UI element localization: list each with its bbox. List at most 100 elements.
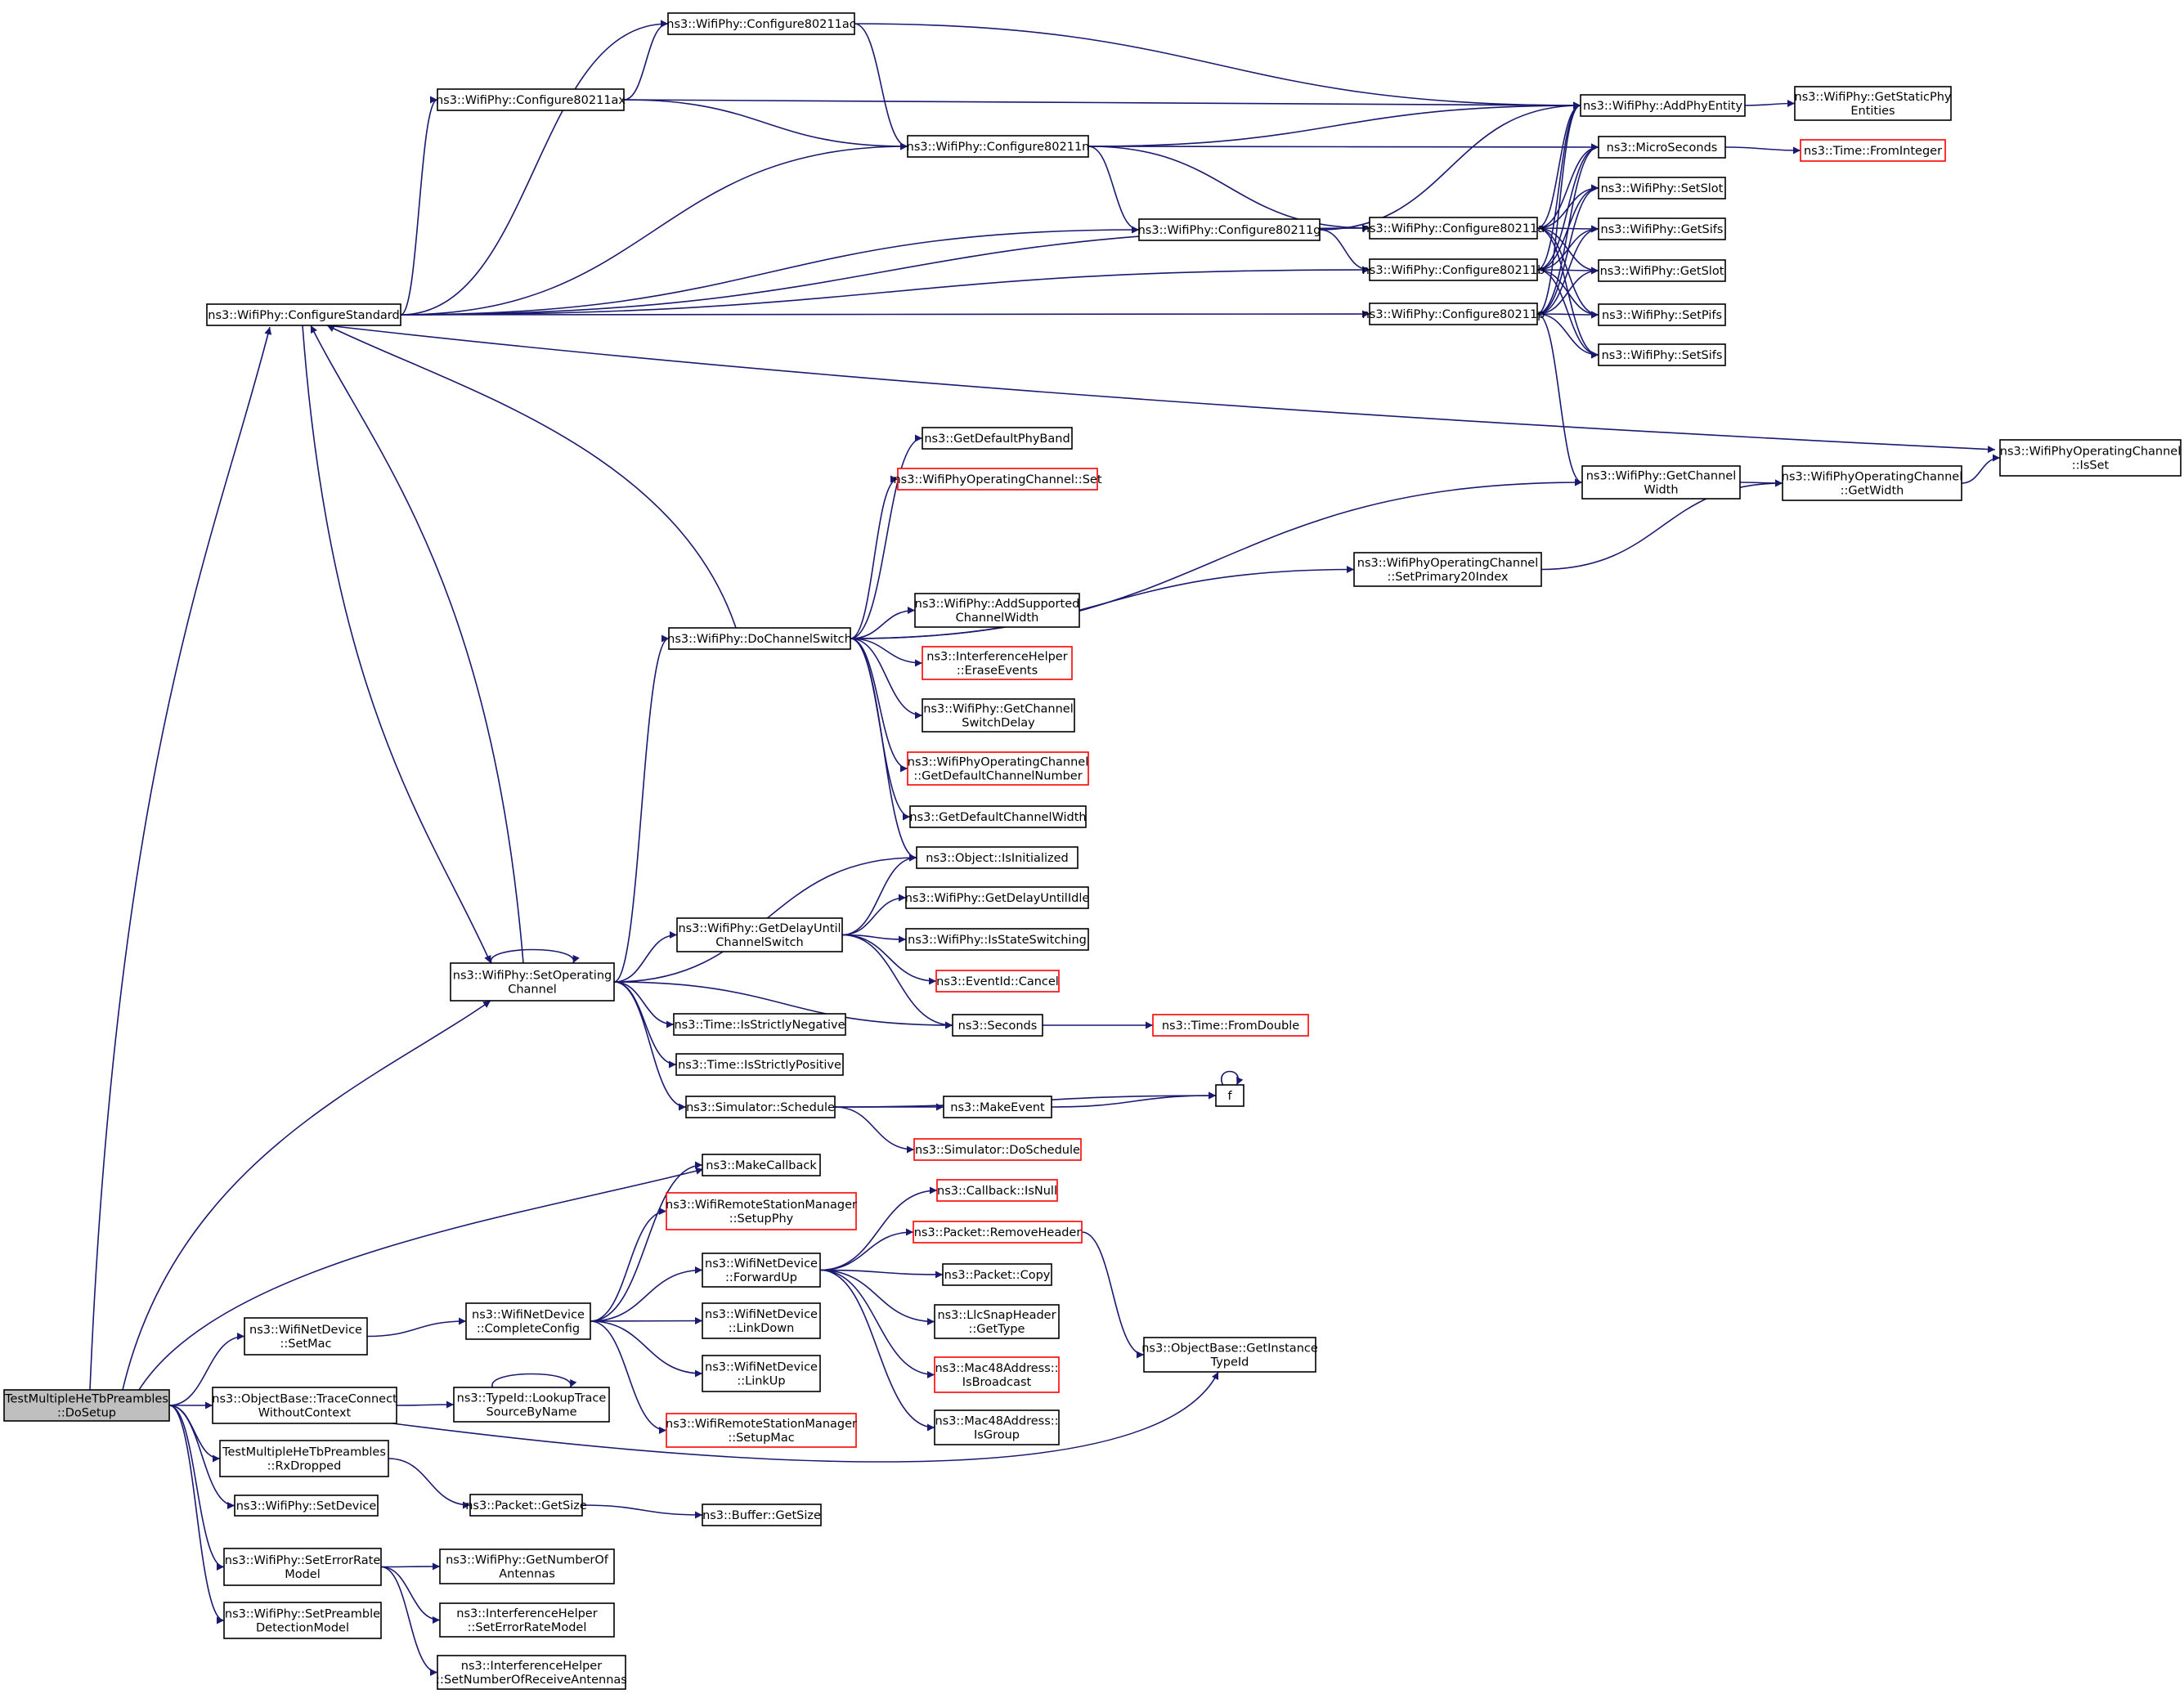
node-n10[interactable]: ns3::WifiPhy::Configure80211ac [666,12,856,35]
node-n24[interactable]: ns3::WifiPhy::SetPifs [1598,303,1726,326]
edge-line [590,1266,703,1322]
node-n51[interactable]: ns3::WifiRemoteStationManager::SetupPhy [666,1192,857,1230]
node-n48[interactable]: ns3::MakeEvent [943,1096,1052,1118]
node-n43[interactable]: ns3::Seconds [952,1014,1043,1037]
node-n7[interactable]: ns3::WifiPhy::SetDevice [234,1495,379,1517]
edge-line [623,20,669,101]
node-n59[interactable]: ns3::Packet::Copy [942,1263,1052,1286]
node-n49[interactable]: f [1215,1084,1244,1107]
node-label: ns3::WifiPhy::GetStaticPhy [1795,91,1952,104]
node-n6[interactable]: TestMultipleHeTbPreambles::RxDropped [219,1440,389,1477]
node-n40[interactable]: ns3::WifiPhy::GetDelayUntilIdle [905,886,1090,909]
node-n62[interactable]: ns3::Mac48Address::IsGroup [934,1409,1060,1445]
node-box [1800,139,1946,162]
node-n50[interactable]: ns3::Simulator::DoSchedule [913,1138,1082,1161]
node-n38[interactable]: ns3::Object::IsInitialized [916,846,1079,869]
node-n17[interactable]: ns3::WifiPhy::AddPhyEntity [1580,94,1746,117]
node-n42[interactable]: ns3::EventId::Cancel [935,970,1060,993]
node-n12[interactable]: ns3::WifiPhy::Configure80211n [907,135,1090,158]
node-n8[interactable]: ns3::WifiPhy::SetErrorRateModel [223,1548,382,1586]
node-n41[interactable]: ns3::WifiPhy::IsStateSwitching [905,928,1089,951]
node-n57[interactable]: ns3::Callback::IsNull [936,1179,1058,1202]
edge-n10-to-n12 [854,23,908,150]
node-n45[interactable]: ns3::Time::IsStrictlyNegative [673,1013,846,1036]
edge-line [850,638,917,862]
node-box [450,962,615,1002]
node-label: ::EraseEvents [957,665,1038,678]
node-n14[interactable]: ns3::WifiPhy::Configure80211a [1362,217,1545,240]
edge-line [400,96,438,316]
node-n44[interactable]: ns3::Time::FromDouble [1152,1014,1309,1037]
node-n11[interactable]: ns3::WifiPhy::Configure80211ax [436,88,626,111]
node-n36[interactable]: ns3::WifiPhyOperatingChannel::GetDefault… [907,751,1089,786]
node-n32[interactable]: ns3::WifiPhy::DoChannelSwitch [667,627,852,650]
node-n0[interactable]: TestMultipleHeTbPreambles::DoSetup [3,1389,170,1422]
node-n46[interactable]: ns3::Time::IsStrictlyPositive [675,1053,844,1076]
node-n5[interactable]: ns3::ObjectBase::TraceConnectWithoutCont… [212,1387,397,1424]
node-box [905,886,1089,909]
node-label: ns3::Object::IsInitialized [926,852,1068,865]
node-n53[interactable]: ns3::WifiNetDevice::ForwardUp [702,1253,821,1288]
node-box [1581,465,1741,500]
node-n47[interactable]: ns3::Simulator::Schedule [685,1096,836,1118]
edge-line [168,1405,225,1625]
node-n23[interactable]: ns3::WifiPhy::GetSlot [1598,259,1726,282]
node-n13[interactable]: ns3::WifiPhy::Configure80211g [1138,218,1321,241]
node-n34[interactable]: ns3::InterferenceHelper::EraseEvents [922,646,1073,680]
edge-line [819,1269,935,1432]
node-n69[interactable]: ns3::InterferenceHelper::SetNumberOfRece… [436,1655,627,1690]
node-label: ns3::WifiNetDevice [705,1257,818,1270]
edge-line [1724,146,1801,155]
node-box [666,1413,857,1448]
node-box [212,1387,397,1424]
node-label: ::SetupMac [728,1432,794,1445]
node-n21[interactable]: ns3::WifiPhy::SetSlot [1598,177,1726,199]
edge-line [1536,269,1599,359]
node-n52[interactable]: ns3::WifiNetDevice::CompleteConfig [465,1302,591,1340]
node-n55[interactable]: ns3::WifiNetDevice::LinkUp [702,1355,821,1392]
node-n54[interactable]: ns3::WifiNetDevice::LinkDown [702,1302,821,1339]
edge-n4-to-n52 [366,1317,467,1338]
edge-n16-to-n27 [1536,313,1583,486]
node-box [1369,258,1538,281]
node-n16[interactable]: ns3::WifiPhy::Configure80211p [1362,302,1545,325]
node-n28[interactable]: ns3::WifiPhyOperatingChannel::GetWidth [1782,465,1962,501]
node-n1[interactable]: ns3::WifiPhy::ConfigureStandard [206,303,401,326]
node-n4[interactable]: ns3::WifiNetDevice::SetMac [244,1317,368,1356]
node-box [675,1053,844,1076]
node-n30[interactable]: ns3::GetDefaultPhyBand [922,427,1073,450]
node-n61[interactable]: ns3::Mac48Address::IsBroadcast [934,1356,1060,1393]
node-n29[interactable]: ns3::WifiPhyOperatingChannel::SetPrimary… [1353,552,1542,587]
node-n65[interactable]: ns3::Packet::GetSize [465,1494,587,1517]
node-n25[interactable]: ns3::WifiPhy::SetSifs [1598,343,1726,366]
node-n26[interactable]: ns3::WifiPhyOperatingChannel::IsSet [1999,439,2182,477]
node-n56[interactable]: ns3::WifiRemoteStationManager::SetupMac [666,1413,857,1448]
edge-n53-to-n57 [819,1186,938,1271]
node-n3[interactable]: ns3::MakeCallback [702,1154,821,1176]
node-label: ::SetupPhy [729,1212,794,1226]
node-n22[interactable]: ns3::WifiPhy::GetSifs [1598,217,1726,240]
node-n31[interactable]: ns3::WifiPhyOperatingChannel::Set [893,468,1102,491]
node-n58[interactable]: ns3::Packet::RemoveHeader [913,1221,1083,1244]
node-box [702,1154,821,1176]
node-n20[interactable]: ns3::Time::FromInteger [1800,139,1946,162]
node-box [469,1494,583,1517]
node-n66[interactable]: ns3::Buffer::GetSize [702,1504,822,1526]
node-n37[interactable]: ns3::GetDefaultChannelWidth [909,805,1087,828]
edge-line [623,99,908,150]
node-n60[interactable]: ns3::LlcSnapHeader::GetType [934,1304,1060,1339]
node-box [934,1409,1060,1445]
node-n19[interactable]: ns3::MicroSeconds [1598,136,1726,159]
node-n15[interactable]: ns3::WifiPhy::Configure80211b [1362,258,1545,281]
node-n68[interactable]: ns3::InterferenceHelper::SetErrorRateMod… [439,1602,615,1638]
